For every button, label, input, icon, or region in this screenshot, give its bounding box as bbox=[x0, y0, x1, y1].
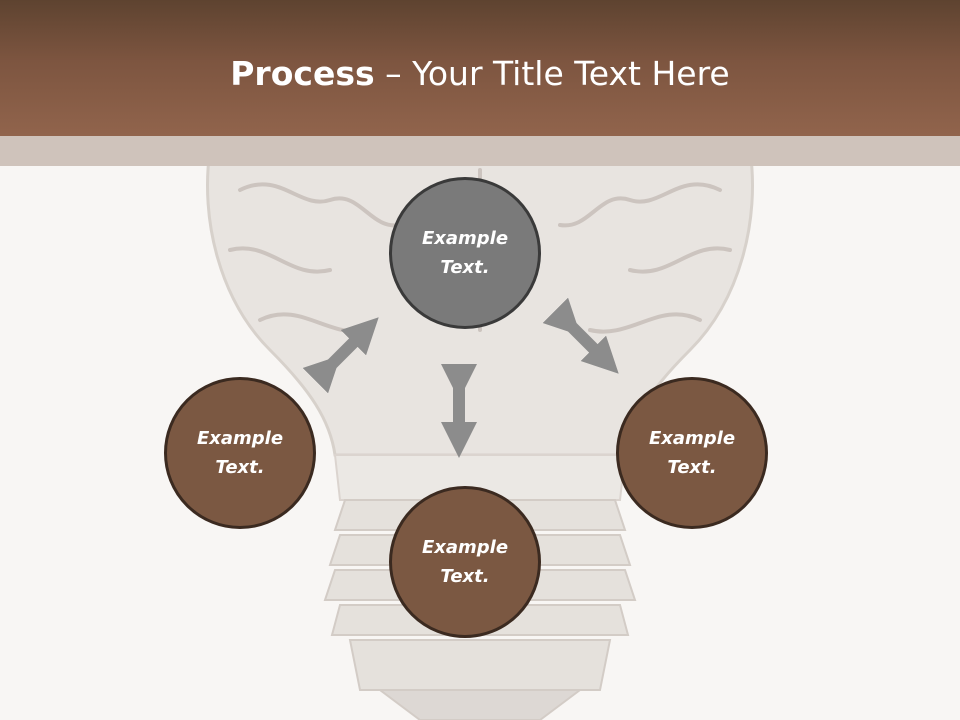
slide-title-rest: – Your Title Text Here bbox=[374, 54, 730, 93]
node-bottom-line2: Text. bbox=[440, 566, 490, 587]
process-node-bottom[interactable]: Example Text. bbox=[389, 486, 541, 638]
header-accent-band bbox=[0, 136, 960, 166]
node-right-line2: Text. bbox=[667, 457, 717, 478]
process-node-left[interactable]: Example Text. bbox=[164, 377, 316, 529]
arrow-top-right bbox=[542, 297, 619, 374]
slide-title: Process – Your Title Text Here bbox=[0, 52, 960, 96]
node-left-line1: Example bbox=[196, 428, 284, 449]
slide-title-bold: Process bbox=[230, 54, 375, 93]
node-left-line2: Text. bbox=[215, 457, 265, 478]
process-node-right[interactable]: Example Text. bbox=[616, 377, 768, 529]
node-right-line1: Example bbox=[648, 428, 736, 449]
node-bottom-line1: Example bbox=[421, 537, 509, 558]
arrow-top-left bbox=[302, 317, 379, 394]
node-top-line2: Text. bbox=[440, 257, 490, 278]
node-top-line1: Example bbox=[421, 228, 509, 249]
header-bar bbox=[0, 0, 960, 136]
process-node-top[interactable]: Example Text. bbox=[389, 177, 541, 329]
